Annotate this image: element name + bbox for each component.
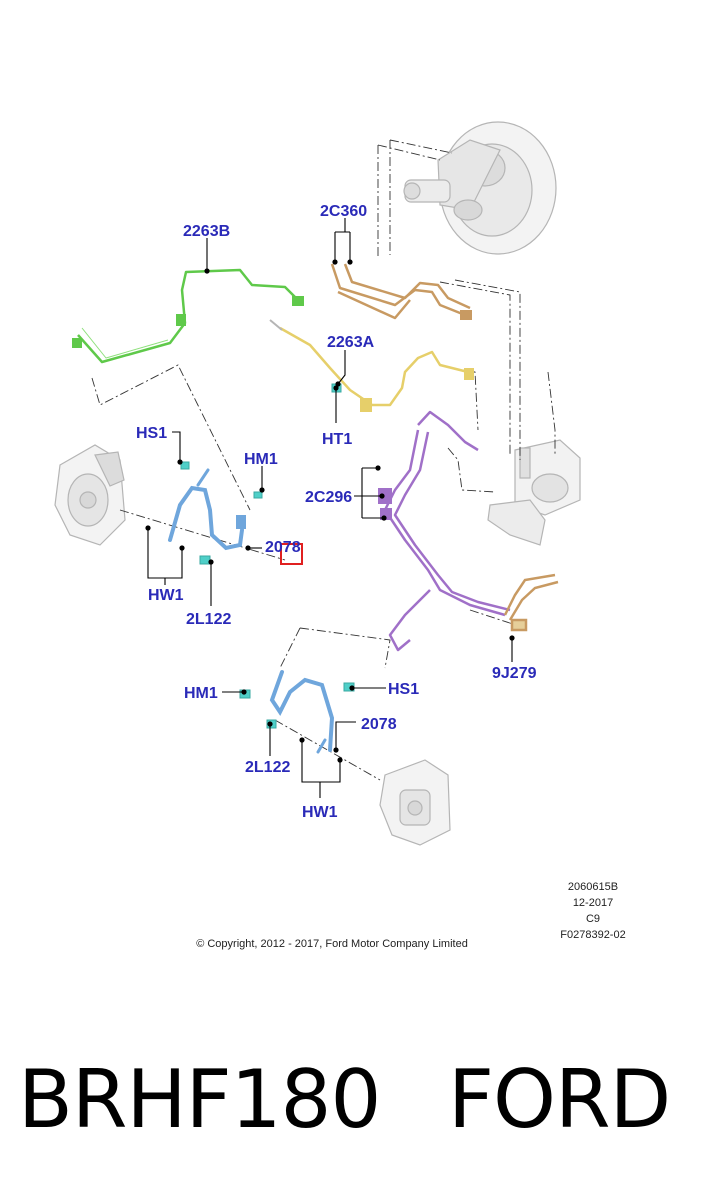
diagram-date: 12-2017 bbox=[573, 897, 613, 909]
highlight-box bbox=[280, 543, 303, 565]
part-caption: BRHF180 FORD bbox=[0, 1040, 708, 1190]
diagram-metadata: 2060615B 12-2017 C9 F0278392-02 © Copyri… bbox=[196, 881, 626, 950]
brake-line-2263a bbox=[279, 326, 474, 412]
callout-labels: 2263B 2C360 2263A HT1 HS1 HM1 2078 2C296… bbox=[136, 203, 537, 821]
callout-ht1: HT1 bbox=[322, 431, 352, 448]
front-caliper-drawing bbox=[54, 444, 126, 546]
callout-leaders bbox=[147, 218, 513, 798]
copyright-notice: © Copyright, 2012 - 2017, Ford Motor Com… bbox=[196, 938, 468, 950]
brake-lines-2c296 bbox=[378, 410, 511, 652]
callout-2l122-bottom: 2L122 bbox=[245, 759, 290, 776]
callout-2l122-top: 2L122 bbox=[186, 611, 231, 628]
brake-lines-2c360 bbox=[330, 263, 472, 320]
part-number: BRHF180 bbox=[18, 1053, 381, 1146]
callout-hw1-top: HW1 bbox=[148, 587, 184, 604]
line-stub bbox=[269, 319, 283, 331]
callout-2c360: 2C360 bbox=[320, 203, 367, 220]
callout-2263b: 2263B bbox=[183, 223, 230, 240]
diagram-variant: C9 bbox=[586, 913, 600, 925]
callout-2078-bottom: 2078 bbox=[361, 716, 397, 733]
brand-name: FORD bbox=[448, 1053, 671, 1146]
brake-line-2263b bbox=[72, 268, 304, 364]
bracket-9j279 bbox=[503, 573, 559, 632]
leader-lines bbox=[91, 139, 556, 781]
callout-2078-top: 2078 bbox=[265, 539, 301, 556]
callout-2c296: 2C296 bbox=[305, 489, 352, 506]
callout-hw1-bottom: HW1 bbox=[302, 804, 338, 821]
brake-line-diagram: 2263B 2C360 2263A HT1 HS1 HM1 2078 2C296… bbox=[54, 121, 626, 950]
diagram-figure-id: F0278392-02 bbox=[560, 929, 625, 941]
rear-caliper-drawing bbox=[379, 759, 451, 846]
hose-2078-rear bbox=[269, 670, 335, 754]
hose-2078-front bbox=[168, 468, 246, 551]
callout-hs1-top: HS1 bbox=[136, 425, 167, 442]
callout-hm1-top: HM1 bbox=[244, 451, 278, 468]
diagram-code: 2060615B bbox=[568, 881, 618, 893]
abs-module-drawing bbox=[487, 439, 581, 546]
callout-dots bbox=[145, 259, 515, 763]
brake-booster-drawing bbox=[403, 121, 557, 255]
callout-2263a: 2263A bbox=[327, 334, 375, 351]
callout-hs1-bottom: HS1 bbox=[388, 681, 419, 698]
callout-hm1-bottom: HM1 bbox=[184, 685, 218, 702]
callout-9j279: 9J279 bbox=[492, 665, 537, 682]
